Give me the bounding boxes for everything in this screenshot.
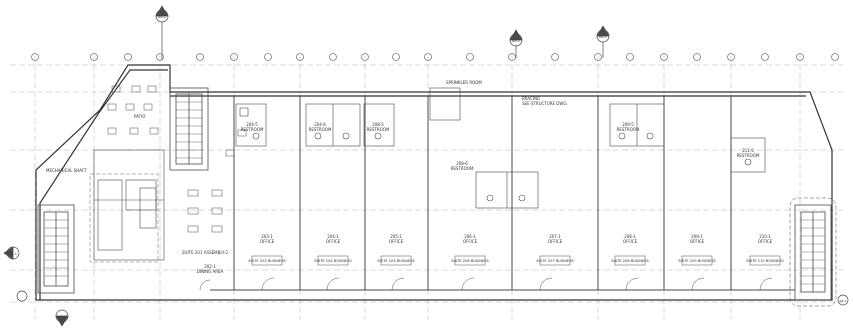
room-number: 207-1	[549, 234, 561, 239]
suite-tag: SUITE 207 BUSINESS	[536, 259, 574, 263]
room-name: RESTROOM	[241, 127, 264, 132]
building-outline	[35, 64, 833, 301]
room-name: RESTROOM	[367, 127, 390, 132]
room-name: RESTROOM	[737, 153, 760, 158]
suite-tag: SUITE 203 BUSINESS	[248, 259, 286, 263]
room-name: RESTROOM	[309, 127, 332, 132]
room-number: 204-6	[314, 122, 326, 127]
stair-right	[789, 197, 837, 307]
section-marker-label: A6.1	[158, 15, 166, 19]
note-bracing-sub: SEE STRUCTURE DWG.	[522, 101, 568, 106]
room-number: 210-1	[759, 234, 771, 239]
room-name: OFFICE	[623, 239, 638, 244]
section-marker-label: A6.1	[58, 315, 66, 319]
room-number: 206-1	[464, 234, 476, 239]
room-number: 204-5	[246, 122, 258, 127]
note-mechanical-shaft: MECHANICAL SHAFT	[46, 168, 87, 173]
suite-tag: SUITE 204 BUSINESS	[314, 259, 352, 263]
room-number: 211-5	[742, 148, 754, 153]
room-number: 205-1	[390, 234, 402, 239]
room-number: 209-5	[622, 122, 634, 127]
room-number: 208-6	[456, 161, 468, 166]
suite-assembly-label: SUITE 201 ASSEMBLY-2	[182, 250, 228, 255]
grid-lines	[10, 55, 843, 320]
suite-tag: SUITE 208 BUSINESS	[611, 259, 649, 263]
core-left	[89, 149, 165, 263]
suite-tag: SUITE 209 BUSINESS	[678, 259, 716, 263]
room-name: RESTROOM	[617, 127, 640, 132]
stair-upper	[169, 87, 209, 171]
room-number: 208-1	[624, 234, 636, 239]
room-name: OFFICE	[690, 239, 705, 244]
suite-tag: SUITE 206 BUSINESS	[451, 259, 489, 263]
section-marker-label: A6.1	[9, 252, 17, 256]
room-name: OFFICE	[463, 239, 478, 244]
room-name: OFFICE	[389, 239, 404, 244]
stair-left	[37, 204, 75, 294]
section-marker-label: A6.1	[512, 39, 520, 43]
room-name: OFFICE	[758, 239, 773, 244]
room-name: OFFICE	[260, 239, 275, 244]
room-name: OFFICE	[548, 239, 563, 244]
room-number: 204-1	[327, 234, 339, 239]
section-marker-label: A6.1	[840, 299, 847, 303]
room-number: 203-1	[261, 234, 273, 239]
section-marker-shapes	[3, 5, 849, 327]
suite-tags: SUITE 203 BUSINESS SUITE 204 BUSINESS SU…	[248, 255, 784, 266]
restroom-fixtures	[235, 87, 766, 209]
room-number: 202-1	[204, 264, 216, 269]
note-sprinkler-room: SPRINKLER ROOM	[446, 80, 482, 85]
room-name: OFFICE	[326, 239, 341, 244]
suite-tag: SUITE 205 BUSINESS	[377, 259, 415, 263]
suite-tag: SUITE 210 BUSINESS	[746, 259, 784, 263]
door-swings	[199, 277, 773, 291]
section-marker-label: A6.1	[599, 35, 607, 39]
patio-furniture	[107, 85, 247, 233]
room-number: 209-1	[691, 234, 703, 239]
room-name: DINING AREA	[197, 269, 224, 274]
note-patio: PATIO	[134, 114, 145, 119]
room-name: RESTROOM	[451, 166, 474, 171]
column-bubbles	[31, 53, 839, 61]
note-bracing: BRACING	[522, 96, 540, 101]
room-number: 208-5	[372, 122, 384, 127]
